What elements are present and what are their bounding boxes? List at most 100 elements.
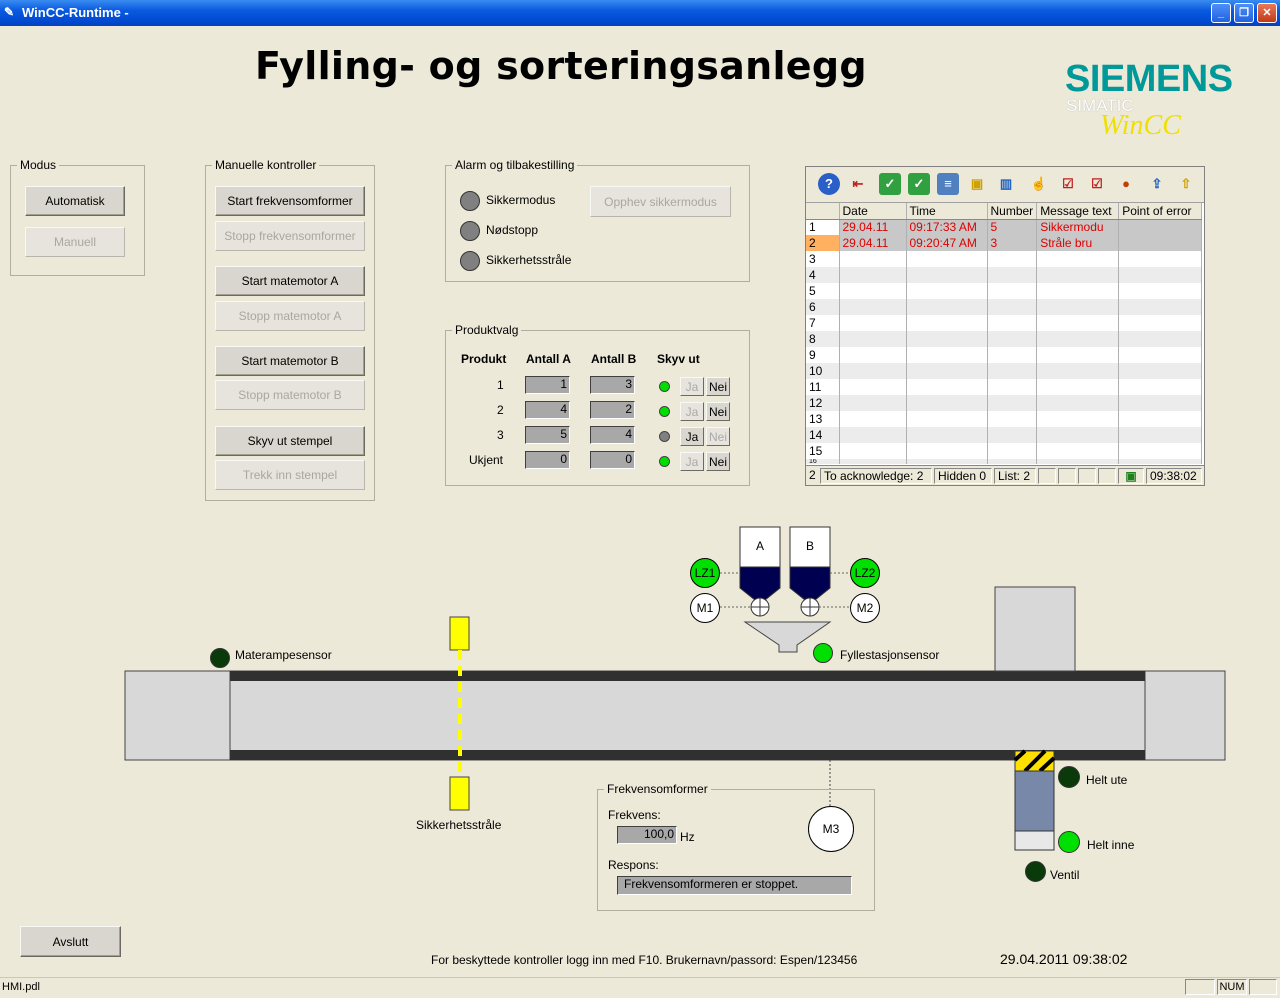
ja-button[interactable]: Ja <box>680 402 704 421</box>
antall-a-input[interactable]: 5 <box>525 426 570 444</box>
lz1-level-sensor: LZ1 <box>690 558 720 588</box>
unlock-icon[interactable]: ⇧ <box>1180 176 1192 191</box>
statistics-icon[interactable]: ▥ <box>999 176 1013 191</box>
avslutt-button[interactable]: Avslutt <box>20 926 121 957</box>
antall-a-input[interactable]: 4 <box>525 401 570 419</box>
select-icon[interactable]: ☑ <box>1062 176 1074 191</box>
silo-a-fill <box>739 566 781 601</box>
col-header-time[interactable]: Time <box>906 203 988 220</box>
single-ack-icon[interactable]: ✓ <box>879 173 901 195</box>
alarm-number: 5 <box>987 219 1038 235</box>
emergency-ack-icon[interactable]: ⇤ <box>852 176 864 191</box>
table-row[interactable]: 9 <box>806 347 1203 363</box>
antall-a-input[interactable]: 1 <box>525 376 570 394</box>
alarm-title: Alarm og tilbakestilling <box>455 158 575 172</box>
table-row[interactable]: 10 <box>806 363 1203 379</box>
table-row[interactable]: 12 <box>806 395 1203 411</box>
row-number: 7 <box>806 315 840 331</box>
row-number: 4 <box>806 267 840 283</box>
row-number: 8 <box>806 331 840 347</box>
siemens-logo: SIEMENS <box>1065 58 1233 100</box>
conveyor-right-roller <box>1144 670 1226 761</box>
sikkermodus-lamp <box>460 191 480 211</box>
table-row[interactable]: 4 <box>806 267 1203 283</box>
table-row[interactable]: 11 <box>806 379 1203 395</box>
export-icon[interactable]: ⇪ <box>1151 176 1163 191</box>
table-row[interactable]: 7 <box>806 315 1203 331</box>
group-ack-icon[interactable]: ✓ <box>908 173 930 195</box>
ja-button[interactable]: Ja <box>680 452 704 471</box>
skyv-ut-status-lamp <box>659 381 670 392</box>
sikkermodus-label: Sikkermodus <box>486 193 556 207</box>
horn-icon[interactable]: ● <box>1122 176 1130 191</box>
modus-group: Modus <box>10 158 145 276</box>
nei-button[interactable]: Nei <box>706 427 730 446</box>
row-number: 1 <box>806 219 840 235</box>
fyllestasjonsensor-label: Fyllestasjonsensor <box>840 648 940 662</box>
status-cell <box>1185 979 1215 995</box>
table-row[interactable]: 3 <box>806 251 1203 267</box>
manuell-button[interactable]: Manuell <box>25 227 125 257</box>
col-header[interactable] <box>806 203 840 220</box>
table-row[interactable]: 16 <box>806 459 1203 464</box>
table-row[interactable]: 13 <box>806 411 1203 427</box>
ja-button[interactable]: Ja <box>680 377 704 396</box>
alarm-date: 29.04.11 <box>839 235 907 251</box>
stopp-matemotor-a-button[interactable]: Stopp matemotor A <box>215 301 365 331</box>
history-icon[interactable]: ≡ <box>937 173 959 195</box>
start-matemotor-a-button[interactable]: Start matemotor A <box>215 266 365 296</box>
frekvens-input[interactable]: 100,0 <box>617 826 677 844</box>
silo-b <box>789 526 831 568</box>
safety-beam-receiver <box>449 776 470 811</box>
start-frekvensomformer-button[interactable]: Start frekvensomformer <box>215 186 365 216</box>
alarm-control[interactable]: ? ⇤ ✓ ✓ ≡ ▣ ▥ ☝ ☑ ☑ ● ⇪ ⇧ Date Time Numb… <box>805 166 1205 486</box>
table-row[interactable]: 15 <box>806 443 1203 459</box>
nei-button[interactable]: Nei <box>706 402 730 421</box>
antall-b-input[interactable]: 0 <box>590 451 635 469</box>
frekvens-unit: Hz <box>680 830 695 844</box>
ja-button[interactable]: Ja <box>680 427 704 446</box>
alarm-point-of-error <box>1118 235 1203 251</box>
col-header-date[interactable]: Date <box>839 203 907 220</box>
minimize-button[interactable]: _ <box>1211 3 1231 23</box>
row-number: 2 <box>806 235 840 251</box>
nei-button[interactable]: Nei <box>706 452 730 471</box>
stopp-frekvensomformer-button[interactable]: Stopp frekvensomformer <box>215 221 365 251</box>
skyv-ut-stempel-button[interactable]: Skyv ut stempel <box>215 426 365 456</box>
antall-b-input[interactable]: 4 <box>590 426 635 444</box>
antall-a-input[interactable]: 0 <box>525 451 570 469</box>
table-row[interactable]: 8 <box>806 331 1203 347</box>
start-matemotor-b-button[interactable]: Start matemotor B <box>215 346 365 376</box>
antall-b-input[interactable]: 3 <box>590 376 635 394</box>
window-title: WinCC-Runtime - <box>22 5 129 20</box>
opphev-sikkermodus-button[interactable]: Opphev sikkermodus <box>590 186 731 217</box>
table-row[interactable]: 2 29.04.11 09:20:47 AM 3 Stråle bru <box>806 235 1203 251</box>
alarm-table[interactable]: Date Time Number Message text Point of e… <box>806 203 1203 464</box>
close-button[interactable]: ✕ <box>1257 3 1277 23</box>
table-row[interactable]: 6 <box>806 299 1203 315</box>
table-row[interactable]: 14 <box>806 427 1203 443</box>
table-row[interactable]: 5 <box>806 283 1203 299</box>
col-header-number[interactable]: Number <box>987 203 1038 220</box>
lock-icon[interactable]: ▣ <box>970 176 984 191</box>
fyllestasjonsensor-lamp <box>813 643 833 663</box>
antall-b-input[interactable]: 2 <box>590 401 635 419</box>
hidden-count: Hidden 0 <box>934 468 992 484</box>
table-row[interactable]: 1 29.04.11 09:17:33 AM 5 Sikkermodu <box>806 219 1203 235</box>
trekk-inn-stempel-button[interactable]: Trekk inn stempel <box>215 460 365 490</box>
help-icon[interactable]: ? <box>818 173 840 195</box>
row-number: 16 <box>806 459 840 464</box>
checklist-icon[interactable]: ☑ <box>1091 176 1103 191</box>
stopp-matemotor-b-button[interactable]: Stopp matemotor B <box>215 380 365 410</box>
col-header-point-of-error[interactable]: Point of error <box>1118 203 1203 220</box>
restore-button[interactable]: ❐ <box>1234 3 1254 23</box>
hide-icon[interactable]: ☝ <box>1030 176 1048 191</box>
nei-button[interactable]: Nei <box>706 377 730 396</box>
automatisk-button[interactable]: Automatisk <box>25 186 125 216</box>
status-bar: HMI.pdl NUM <box>0 977 1280 998</box>
col-antall-a: Antall A <box>526 352 571 366</box>
status-cell <box>1098 468 1116 484</box>
col-header-message[interactable]: Message text <box>1036 203 1120 220</box>
alarm-toolbar: ? ⇤ ✓ ✓ ≡ ▣ ▥ ☝ ☑ ☑ ● ⇪ ⇧ <box>806 167 1204 203</box>
title-bar[interactable]: ✎ WinCC-Runtime - _ ❐ ✕ <box>0 0 1280 26</box>
